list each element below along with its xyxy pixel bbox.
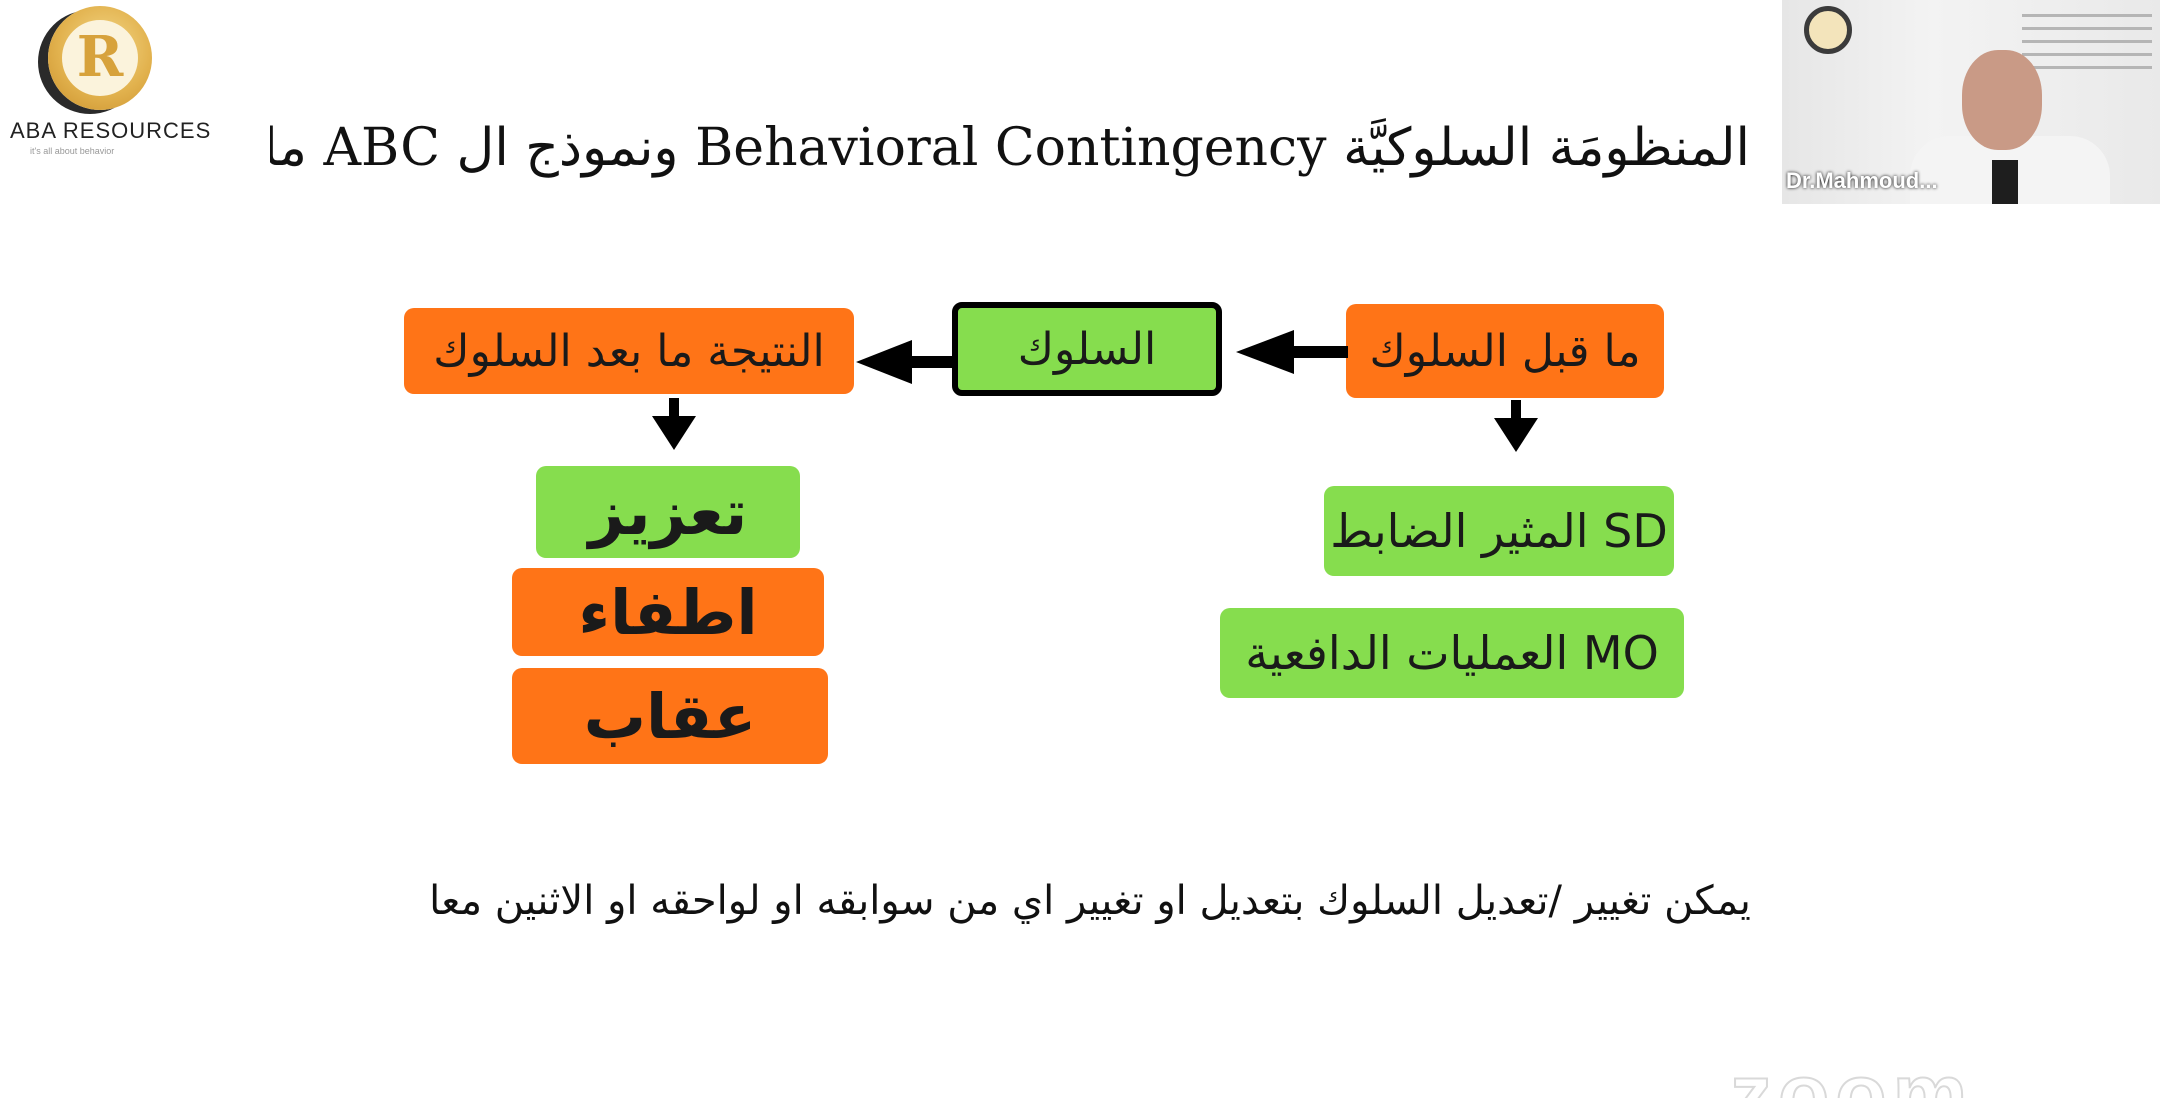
arrow-left-icon (1236, 330, 1294, 374)
mo-box: العمليات الدافعية MO (1220, 608, 1684, 698)
arrow-down-icon (1494, 418, 1538, 452)
extinction-box: اطفاء (512, 568, 824, 656)
punishment-box: عقاب (512, 668, 828, 764)
reinforcement-box: تعزيز (536, 466, 800, 558)
behavior-box: السلوك (952, 302, 1222, 396)
logo-tagline: it's all about behavior (30, 146, 115, 156)
arrow-consequence-down-line (669, 398, 679, 418)
background-signage (2022, 4, 2152, 79)
webcam-thumbnail[interactable]: Dr.Mahmoud... (1782, 0, 2160, 204)
arrow-antecedent-down-line (1511, 400, 1521, 420)
slide-bottom-text: يمكن تغيير /تعديل السلوك بتعديل او تغيير… (429, 878, 1751, 924)
arrow-down-icon (652, 416, 696, 450)
logo-letter: R (76, 24, 124, 90)
antecedent-box: ما قبل السلوك (1346, 304, 1664, 398)
aba-resources-logo-mark (48, 6, 152, 110)
zoom-watermark: zoom (1730, 1052, 2080, 1098)
slide-title: المنظومَة السلوكيَّة Behavioral Continge… (270, 118, 1750, 178)
logo-brand-text: ABA RESOURCES (10, 118, 212, 143)
consequence-box: النتيجة ما بعد السلوك (404, 308, 854, 394)
arrow-antecedent-behavior-line (1292, 346, 1348, 358)
arrow-behavior-consequence-line (910, 356, 954, 368)
sd-box: المثير الضابط SD (1324, 486, 1674, 576)
participant-tie (1992, 160, 2018, 204)
participant-name-label: Dr.Mahmoud... (1786, 168, 1938, 193)
arrow-left-icon (856, 340, 912, 384)
background-logo-icon (1804, 6, 1852, 54)
participant-head (1962, 50, 2042, 150)
